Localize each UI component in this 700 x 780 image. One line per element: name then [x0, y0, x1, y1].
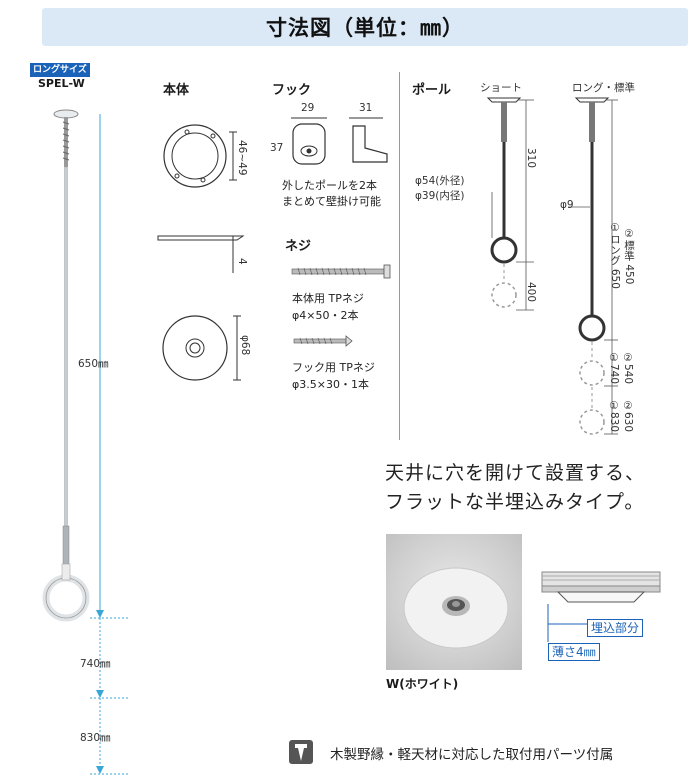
- screw-heading: ネジ: [285, 239, 312, 254]
- product-photo: [386, 534, 522, 670]
- hook-note-line2: まとめて壁掛け可能: [282, 195, 381, 208]
- screw-long-icon: [291, 264, 391, 279]
- screw-item1-line1: 本体用 TPネジ: [292, 292, 364, 305]
- screw-anchor-icon: [289, 740, 313, 764]
- hook-dim-b: 31: [359, 102, 373, 114]
- hook-illustration: [291, 117, 388, 165]
- ceiling-cross-section: [541, 571, 661, 603]
- title-bar: 寸法図（単位：㎜）: [42, 8, 688, 46]
- pole-long-label: ロング・標準: [572, 82, 635, 94]
- body-heading: 本体: [163, 83, 190, 98]
- pole-ext2-v1: ①830: [608, 400, 620, 433]
- hook-dim-a: 29: [301, 102, 315, 114]
- pole-ext2-v2: ②630: [622, 400, 634, 433]
- dim-740: 740㎜: [80, 658, 111, 670]
- color-label: W(ホワイト): [386, 677, 459, 691]
- copy-line2: フラットな半埋込みタイプ。: [385, 491, 645, 513]
- body-dim-dia: φ68: [239, 335, 251, 356]
- callout-thin: 薄さ4㎜: [548, 643, 600, 661]
- pole-outer-dia: φ54(外径): [415, 175, 465, 187]
- footer-note: 木製野縁・軽天材に対応した取付用パーツ付属: [330, 747, 614, 763]
- hook-heading: フック: [272, 83, 312, 98]
- screw-item2-line2: φ3.5×30・1本: [292, 378, 369, 391]
- body-dim-width: 46~49: [236, 140, 248, 176]
- pole-ext1-v2: ②540: [622, 352, 634, 385]
- pole-heading: ポール: [412, 83, 452, 98]
- section-divider: [399, 72, 400, 440]
- size-badge: ロングサイズ: [30, 63, 90, 77]
- body-bottom-view: [162, 315, 241, 381]
- pole-inner-dia: φ39(内径): [415, 190, 465, 202]
- callout-embed: 埋込部分: [587, 619, 644, 637]
- body-dim-thickness: 4: [236, 258, 248, 265]
- page-title: 寸法図（単位：㎜）: [266, 16, 464, 40]
- pole-diagram: [486, 97, 618, 435]
- dim-830: 830㎜: [80, 732, 111, 744]
- pole-dim-phi9: φ9: [560, 199, 574, 211]
- body-side-view: [157, 235, 245, 273]
- hook-note-line1: 外したポールを2本: [282, 179, 377, 192]
- screw-item1-line2: φ4×50・2本: [292, 309, 359, 322]
- copy-line1: 天井に穴を開けて設置する、: [385, 462, 646, 484]
- screw-item2-line1: フック用 TPネジ: [292, 361, 375, 374]
- callout-leader: [547, 604, 592, 642]
- screw-short-icon: [293, 335, 353, 347]
- body-top-view: [163, 124, 237, 188]
- product-pole-illustration: [42, 109, 130, 775]
- dim-650: 650㎜: [78, 358, 109, 370]
- hook-dim-h: 37: [270, 142, 284, 154]
- pole-dim-310: 310: [525, 148, 537, 169]
- model-number: SPEL-W: [38, 77, 85, 90]
- pole-long-v1: ①ロング 650: [609, 222, 621, 289]
- pole-long-v2: ②標準 450: [623, 228, 635, 285]
- pole-ext1-v1: ①740: [608, 352, 620, 385]
- pole-short-label: ショート: [480, 82, 522, 94]
- pole-dim-400: 400: [525, 282, 537, 303]
